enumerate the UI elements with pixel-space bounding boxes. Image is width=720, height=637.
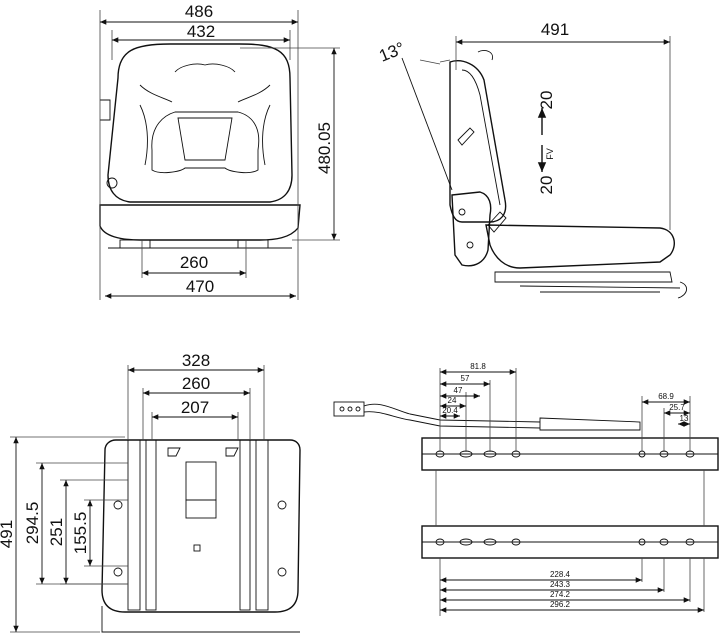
rail-right-dim-0: 68.9: [658, 392, 674, 401]
rail-top-dim-3: 24: [448, 396, 457, 405]
front-dim-260: 260: [180, 253, 208, 272]
bottom-dim-207: 207: [181, 398, 209, 417]
front-dim-486: 486: [185, 2, 213, 21]
front-rail-right: [237, 239, 269, 249]
rail-top-dim-0: 81.8: [470, 362, 486, 371]
rail-top-dim-2: 47: [454, 386, 463, 395]
side-dim-491: 491: [541, 20, 569, 39]
rail-view: 81.8 57 47 24 20.4 68.9 25.7 13 228.4 24…: [333, 362, 719, 616]
rail-top-dim-1: 57: [461, 374, 470, 383]
front-dim-432: 432: [187, 22, 215, 41]
side-adjust-back: 20: [537, 176, 556, 195]
side-backrest: [449, 60, 507, 223]
rail-bottom-dim-0: 228.4: [550, 570, 571, 579]
rail-bottom-dim-3: 296.2: [550, 600, 571, 609]
front-adjust-knob: [106, 177, 118, 189]
bottom-dim-260: 260: [182, 374, 210, 393]
bottom-dim-155-5: 155.5: [71, 512, 90, 555]
side-direction-label: FV: [545, 148, 555, 160]
rail-bottom-dim-1: 243.3: [550, 580, 571, 589]
front-seat-back-outline: [107, 43, 293, 203]
bottom-dim-294-5: 294.5: [23, 502, 42, 545]
front-view: 486 432 480.05 260 470: [99, 2, 340, 300]
front-dim-470: 470: [186, 277, 214, 296]
side-view: 491 13° 20 20 FV: [376, 20, 687, 299]
front-rail-left: [119, 239, 151, 249]
side-hinge-plate: [451, 191, 492, 267]
bottom-view: 328 260 207 491 294.5 251 155.5: [0, 351, 301, 633]
side-angle-13: 13°: [376, 38, 407, 65]
bottom-dim-491: 491: [0, 520, 16, 548]
side-adjust-fwd: 20: [537, 91, 556, 110]
rail-bottom-dim-2: 274.2: [550, 590, 571, 599]
rail-right-dim-1: 25.7: [669, 403, 685, 412]
front-dim-480: 480.05: [315, 122, 334, 174]
bottom-dim-328: 328: [182, 351, 210, 370]
bottom-base-outline: [101, 439, 301, 613]
side-cushion: [485, 224, 676, 269]
rail-top-dim-4: 20.4: [442, 406, 458, 415]
bottom-dim-251: 251: [47, 518, 66, 546]
front-backrest-contour: [151, 111, 260, 174]
rail-handle-grip: [333, 401, 365, 417]
front-seat-cushion: [99, 204, 301, 241]
rail-right-dim-2: 13: [680, 414, 689, 423]
side-recline-lever: [487, 211, 507, 233]
